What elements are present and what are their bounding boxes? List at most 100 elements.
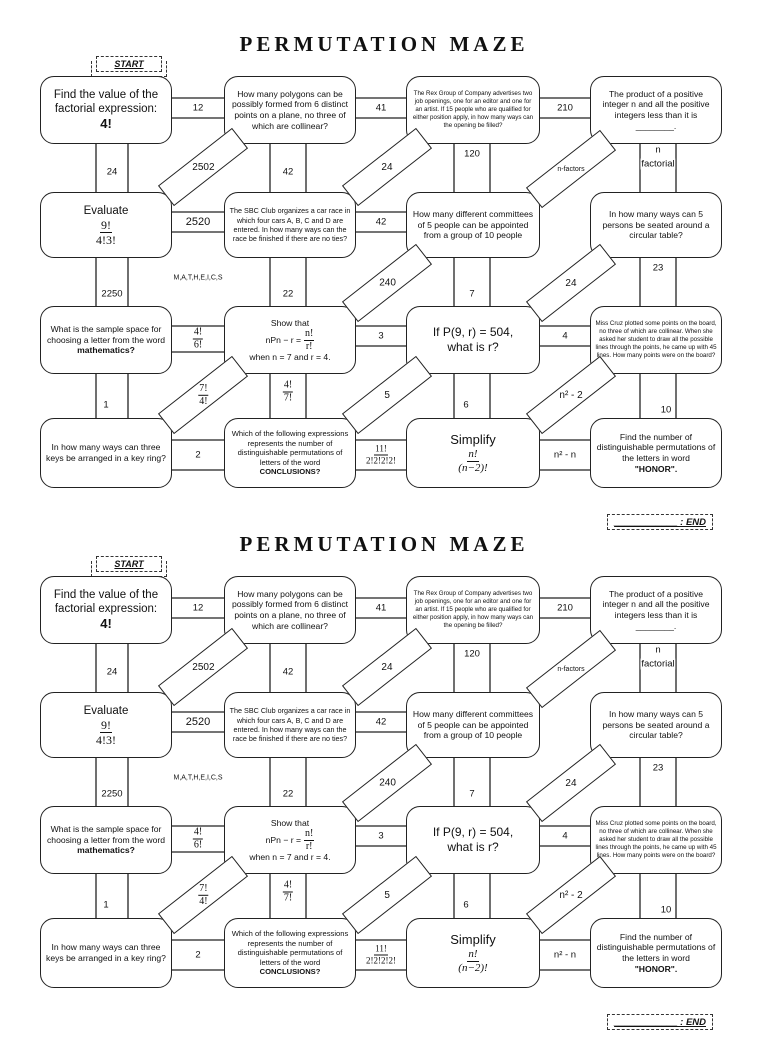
answer-label: n² - n [552,449,578,461]
question-text: If P(9, r) = 504, [432,325,514,339]
answer-label: 2 [194,449,202,461]
answer-label: 10 [659,904,673,916]
fraction-numerator: 11! [374,443,388,456]
question-box-3: The Rex Group of Company advertises two … [406,76,540,144]
answer-label: n² - n [552,949,578,961]
fraction-denominator: r! [305,340,313,352]
question-keyword: "HONOR". [634,963,678,974]
maze-connectors [95,97,677,471]
question-text: The product of a positive integer n and … [602,588,710,631]
answer-label: 2250 [100,288,124,300]
answer-text: 5 [384,889,390,901]
question-expression: 4! [100,616,112,632]
question-box-7: How many different committees of 5 peopl… [406,692,540,758]
question-box-4: The product of a positive integer n and … [590,76,722,144]
question-text: Find the number of distinguishable permu… [596,931,716,963]
question-box-1: Find the value of the factorial expressi… [40,576,172,644]
question-keyword: mathematics? [77,345,135,356]
answer-label: 42 [281,666,295,678]
answer-text: n-factors [557,165,585,173]
maze-top: PERMUTATION MAZE START [0,32,768,541]
question-box-16: Find the number of distinguishable permu… [590,418,722,488]
fraction-denominator: 4!3! [96,732,116,747]
fraction-numerator: n! [467,947,479,962]
answer-text: 2502 [191,661,215,673]
answer-label: 2 [194,949,202,961]
question-text: Find the value of the factorial expressi… [53,588,159,615]
answer-text: 240 [378,277,396,289]
question-box-10: Show that nPn − r = n! r! when n = 7 and… [224,306,356,374]
fraction-denominator: 2!2!2!2! [366,955,396,966]
fraction-numerator: 11! [374,943,388,956]
question-text: How many different committees of 5 peopl… [412,208,534,241]
question-box-1: Find the value of the factorial expressi… [40,76,172,144]
question-box-6: The SBC Club organizes a car race in whi… [224,192,356,258]
question-box-2: How many polygons can be possibly formed… [224,576,356,644]
fraction-numerator: 4! [192,826,204,840]
question-text: Miss Cruz plotted some points on the boa… [595,819,717,860]
question-box-8: In how many ways can 5 persons be seated… [590,192,722,258]
question-box-5: Evaluate 9! 4!3! [40,692,172,758]
answer-label: 10 [659,404,673,416]
answer-label-fraction: 4!7! [281,380,295,404]
question-box-12: Miss Cruz plotted some points on the boa… [590,306,722,374]
answer-label: 12 [191,602,205,614]
question-text: Evaluate [83,705,129,718]
question-expression: nPn − r = [265,834,301,845]
question-text: How many polygons can be possibly formed… [231,88,349,131]
diagonal-answer-text: M,A,T,H,E,I,C,S [172,774,224,782]
answer-label: 22 [281,788,295,800]
question-box-2: How many polygons can be possibly formed… [224,76,356,144]
question-text: Evaluate [83,205,129,218]
worksheet-title: PERMUTATION MAZE [239,32,529,56]
answer-label: 1 [102,899,110,911]
answer-label: 41 [374,602,388,614]
fraction-numerator: n! [304,827,315,841]
question-text: Find the number of distinguishable permu… [596,431,716,463]
fraction-denominator: 4! [198,895,208,907]
end-text: ____________ : END [614,517,706,528]
answer-label: 6 [462,399,470,411]
question-box-5: Evaluate 9! 4!3! [40,192,172,258]
answer-label: 2250 [100,788,124,800]
question-expression: nPn − r = [265,334,301,345]
answer-label: factorial [640,658,676,670]
question-box-9: What is the sample space for choosing a … [40,306,172,374]
question-box-3: The Rex Group of Company advertises two … [406,576,540,644]
fraction-denominator: 6! [193,339,203,351]
question-box-11: If P(9, r) = 504, what is r? [406,306,540,374]
answer-label: factorial [640,158,676,170]
question-text: What is the sample space for choosing a … [47,323,165,345]
answer-label: 24 [105,666,119,678]
question-text: Simplify [450,432,496,448]
question-fraction: 9! 4!3! [96,219,116,246]
answer-label: 2520 [184,216,212,228]
question-box-15: Simplify n! (n−2)! [406,918,540,988]
question-fraction: 9! 4!3! [96,719,116,746]
answer-text: 2502 [191,161,215,173]
answer-text: n² - 2 [559,389,583,401]
maze-bottom: PERMUTATION MAZE START [0,532,768,1041]
question-text: The Rex Group of Company advertises two … [412,589,534,630]
question-box-16: Find the number of distinguishable permu… [590,918,722,988]
question-fraction: n! r! [304,827,315,852]
question-box-15: Simplify n! (n−2)! [406,418,540,488]
question-fraction: n! (n−2)! [458,448,487,474]
end-label: ____________ : END [607,514,713,530]
diagonal-answer-text: M,A,T,H,E,I,C,S [172,274,224,282]
question-text-2: what is r? [447,340,499,354]
question-box-4: The product of a positive integer n and … [590,576,722,644]
answer-text: n² - 2 [559,889,583,901]
question-box-14: Which of the following expressions repre… [224,418,356,488]
fraction-numerator: 7! [197,382,209,396]
question-text: In how many ways can three keys be arran… [46,442,166,463]
question-fraction: n! r! [304,328,315,352]
end-label: ____________ : END [607,1014,713,1030]
question-box-9: What is the sample space for choosing a … [40,806,172,874]
answer-label-fraction: 4!6! [191,327,205,351]
fraction-numerator: 9! [100,717,112,733]
question-text: Which of the following expressions repre… [231,929,349,967]
question-box-7: How many different committees of 5 peopl… [406,192,540,258]
question-box-8: In how many ways can 5 persons be seated… [590,692,722,758]
answer-label: 2520 [184,716,212,728]
